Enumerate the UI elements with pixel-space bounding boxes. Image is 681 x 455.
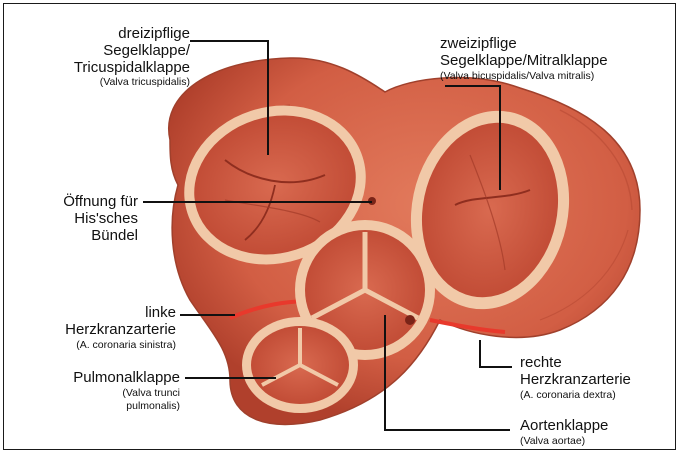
label-mitral: zweizipflige Segelklappe/Mitralklappe (V… xyxy=(440,36,608,82)
label-tricuspid: dreizipflige Segelklappe/ Tricuspidalkla… xyxy=(30,26,190,89)
label-right-coronary: rechte Herzkranzarterie (A. coronaria de… xyxy=(520,355,631,401)
label-left-coronary-line-2: Herzkranzarterie xyxy=(10,322,176,339)
label-right-coronary-line-1: rechte xyxy=(520,355,631,372)
pulmonary-valve xyxy=(242,317,358,413)
label-his-line-2: His'sches xyxy=(20,211,138,228)
label-aortic-line-1: Aortenklappe xyxy=(520,418,608,435)
label-tricuspid-line-2: Segelklappe/ xyxy=(30,43,190,60)
label-mitral-line-1: zweizipflige xyxy=(440,36,608,53)
label-pulmonary-latin-1: (Valva trunci xyxy=(30,388,180,400)
label-left-coronary: linke Herzkranzarterie (A. coronaria sin… xyxy=(10,305,176,351)
label-pulmonary-latin-2: pulmonalis) xyxy=(30,401,180,413)
label-tricuspid-latin: (Valva tricuspidalis) xyxy=(30,77,190,89)
label-mitral-line-2: Segelklappe/Mitralklappe xyxy=(440,53,608,70)
label-tricuspid-line-3: Tricuspidalklappe xyxy=(30,60,190,77)
leader-right-coronary xyxy=(480,340,512,367)
label-mitral-latin: (Valva bicuspidalis/Valva mitralis) xyxy=(440,71,608,83)
label-aortic-latin: (Valva aortae) xyxy=(520,436,608,448)
label-right-coronary-latin: (A. coronaria dextra) xyxy=(520,390,631,402)
label-his-line-1: Öffnung für xyxy=(20,194,138,211)
label-left-coronary-latin: (A. coronaria sinistra) xyxy=(10,340,176,352)
label-right-coronary-line-2: Herzkranzarterie xyxy=(520,372,631,389)
label-his-line-3: Bündel xyxy=(20,228,138,245)
label-his: Öffnung für His'sches Bündel xyxy=(20,194,138,244)
label-aortic: Aortenklappe (Valva aortae) xyxy=(520,418,608,448)
label-tricuspid-line-1: dreizipflige xyxy=(30,26,190,43)
label-pulmonary-line-1: Pulmonalklappe xyxy=(30,370,180,387)
label-left-coronary-line-1: linke xyxy=(10,305,176,322)
label-pulmonary: Pulmonalklappe (Valva trunci pulmonalis) xyxy=(30,370,180,412)
